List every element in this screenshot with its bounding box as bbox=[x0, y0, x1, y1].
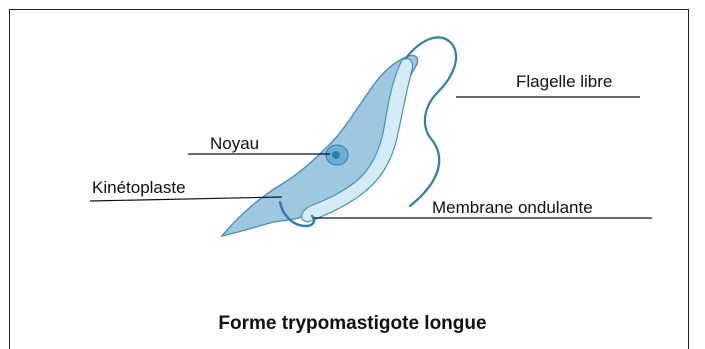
figure-caption: Forme trypomastigote longue bbox=[0, 312, 705, 336]
label-kinetoplaste: Kinétoplaste bbox=[92, 178, 186, 198]
label-noyau: Noyau bbox=[210, 134, 259, 154]
label-membrane-ondulante: Membrane ondulante bbox=[432, 198, 593, 218]
label-flagelle-libre: Flagelle libre bbox=[516, 72, 612, 92]
nucleus-inner bbox=[332, 151, 340, 159]
trypomastigote-illustration bbox=[0, 0, 705, 338]
